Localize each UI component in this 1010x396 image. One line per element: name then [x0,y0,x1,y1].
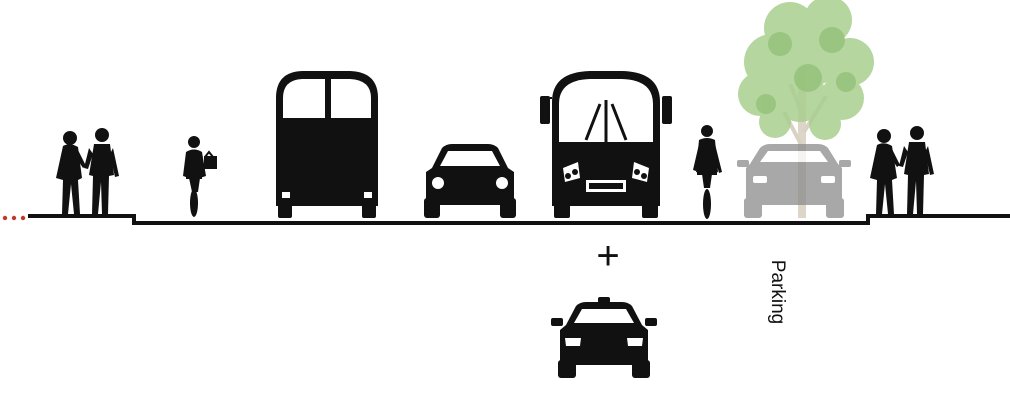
additional-car-icon [551,297,657,378]
double-decker-bus-icon [276,71,378,218]
pedestrian-couple-icon [56,128,119,214]
cyclist-icon [183,136,217,217]
street-ground-line [28,216,1010,223]
pedestrian-couple-icon-right [870,126,934,214]
car-icon [424,144,516,218]
boundary-dots [3,216,25,220]
coach-bus-icon [540,71,672,218]
plus-symbol: + [588,236,628,276]
parked-car-icon [737,144,851,218]
parking-label: Parking [763,252,791,332]
cyclist-icon-right [693,125,722,219]
